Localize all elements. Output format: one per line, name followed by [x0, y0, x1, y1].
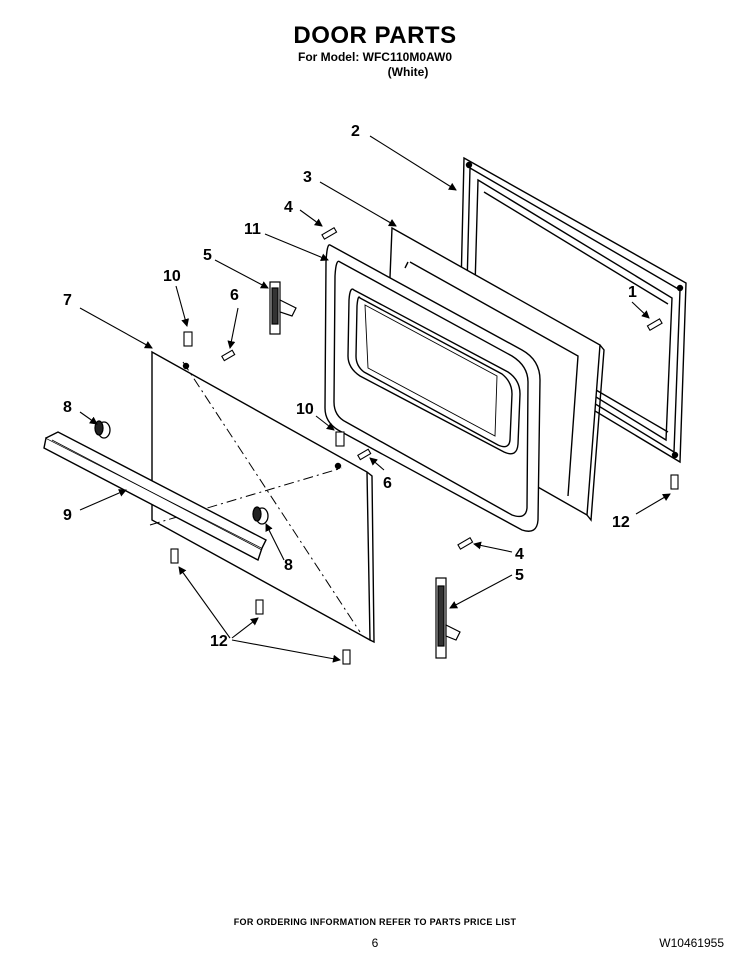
label-part-9: 9: [63, 507, 72, 524]
part-5-hinges: [269, 281, 461, 659]
label-part-10: 10: [163, 268, 181, 285]
label-part-4: 4: [515, 546, 524, 563]
label-part-5: 5: [515, 567, 524, 584]
screw-hardware: [170, 227, 679, 665]
label-part-8: 8: [63, 399, 72, 416]
label-part-8: 8: [284, 557, 293, 574]
label-part-12: 12: [612, 514, 630, 531]
model-variant: (White): [387, 65, 429, 79]
label-part-4: 4: [284, 199, 293, 216]
part-9-handle: [43, 431, 267, 562]
part-11-inner-liner: [324, 244, 541, 532]
document-number: W10461955: [659, 936, 724, 950]
label-part-12: 12: [210, 633, 228, 650]
model-number: For Model: WFC110M0AW0: [297, 50, 452, 64]
label-part-6: 6: [383, 475, 392, 492]
page-number: 6: [371, 936, 379, 950]
ordering-note: FOR ORDERING INFORMATION REFER TO PARTS …: [233, 917, 517, 927]
page-title: DOOR PARTS: [293, 22, 457, 49]
label-part-2: 2: [351, 123, 360, 140]
part-labels: 2 3 4 11 5 10 6 7 1 8 10 6 9 12 4 8 5 12: [63, 123, 637, 650]
label-part-1: 1: [628, 284, 637, 301]
label-part-6: 6: [230, 287, 239, 304]
part-7-door-glass: [149, 350, 375, 644]
label-part-7: 7: [63, 292, 72, 309]
label-part-10: 10: [296, 401, 314, 418]
label-part-3: 3: [303, 169, 312, 186]
leader-lines: [79, 135, 671, 663]
label-part-11: 11: [244, 221, 261, 238]
label-part-5: 5: [203, 247, 212, 264]
